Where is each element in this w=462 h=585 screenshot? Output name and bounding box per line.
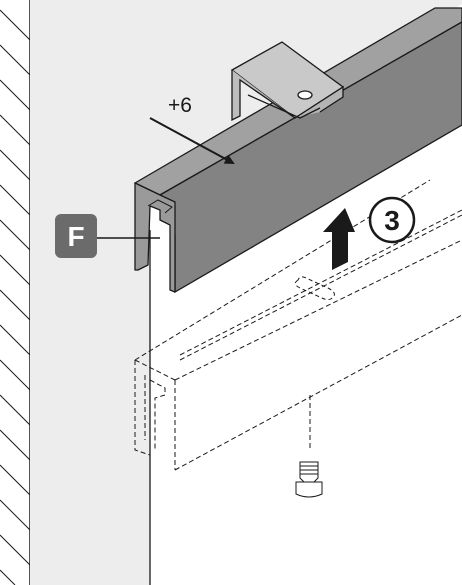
part-badge: F — [55, 214, 97, 258]
rail-end-profile — [134, 182, 176, 293]
clearance-label: +6 — [168, 94, 192, 117]
screw-icon — [295, 461, 323, 498]
mounting-bracket — [230, 41, 345, 122]
step-number-badge: 3 — [368, 196, 416, 244]
hatched-wall-icon — [0, 0, 31, 585]
step-number: 3 — [384, 205, 400, 236]
part-letter: F — [67, 221, 84, 252]
mounting-slot-dashed — [294, 276, 335, 301]
up-arrow-icon — [323, 208, 355, 270]
wall-surface — [30, 0, 462, 585]
blind-outline-dashed — [134, 179, 462, 471]
pointer-arrow-icon — [149, 117, 235, 164]
